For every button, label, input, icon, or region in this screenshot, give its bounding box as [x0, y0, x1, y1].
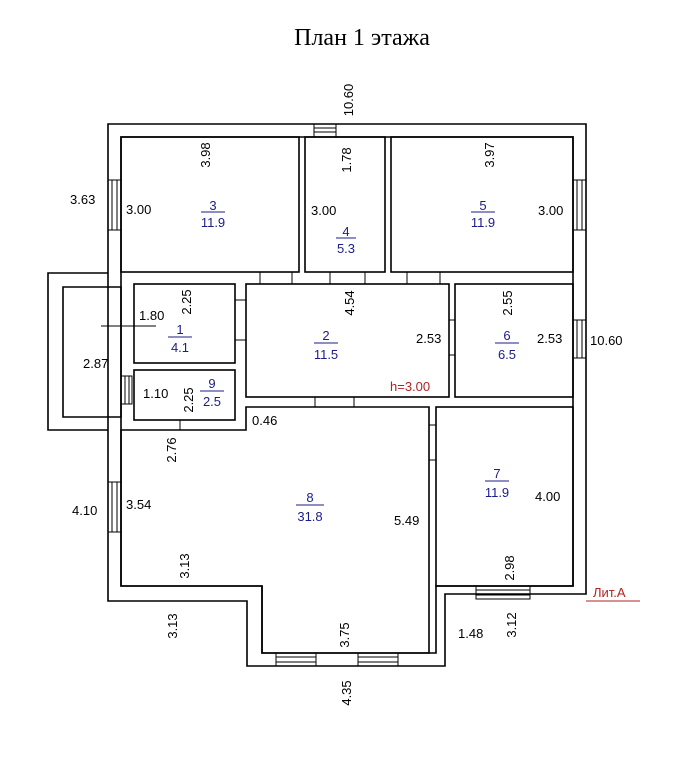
- room-9-number: 9: [208, 376, 215, 391]
- room-1-number: 1: [176, 322, 183, 337]
- dim-r8-b: 3.54: [126, 497, 151, 512]
- dim-top-total: 10.60: [341, 84, 356, 117]
- room-3-number: 3: [209, 198, 216, 213]
- dim-r5-w: 3.97: [482, 142, 497, 167]
- dim-r8-c: 5.49: [394, 513, 419, 528]
- dim-right-total: 10.60: [590, 333, 623, 348]
- room-4: [304, 136, 386, 273]
- dim-r3-h: 3.00: [126, 202, 151, 217]
- room-9-area: 2.5: [203, 394, 221, 409]
- room-3-area: 11.9: [201, 215, 225, 230]
- dim-left-bottom: 4.10: [72, 503, 97, 518]
- dim-r7-h: 4.00: [535, 489, 560, 504]
- dim-bay-w: 3.75: [337, 622, 352, 647]
- room-1-area: 4.1: [171, 340, 189, 355]
- dimension-labels: 10.60 10.60 3.63 2.87 4.10 3.98 3.00 1.7…: [70, 84, 623, 706]
- room-6-number: 6: [503, 328, 510, 343]
- lit-label: Лит.А: [593, 585, 626, 600]
- room-1: [133, 283, 236, 364]
- room-6-area: 6.5: [498, 347, 516, 362]
- room-7-area: 11.9: [485, 485, 509, 500]
- dim-r1-w: 2.25: [179, 289, 194, 314]
- dim-step: 0.46: [252, 413, 277, 428]
- porch-outer: [47, 272, 108, 431]
- room-5-number: 5: [479, 198, 486, 213]
- dim-left-mid: 2.87: [83, 356, 108, 371]
- room-4-number: 4: [342, 224, 349, 239]
- room-9: [133, 369, 236, 421]
- door-marks: [179, 272, 455, 461]
- dim-r5-h: 3.00: [538, 203, 563, 218]
- dim-bay-total: 4.35: [339, 680, 354, 705]
- dim-r8-d: 3.13: [177, 553, 192, 578]
- dim-r7-w: 2.98: [502, 555, 517, 580]
- dim-r6-h: 2.53: [537, 331, 562, 346]
- windows: [107, 123, 587, 667]
- dim-r6-w: 2.55: [500, 290, 515, 315]
- dim-r9-h: 1.10: [143, 386, 168, 401]
- room-8-area: 31.8: [297, 509, 322, 524]
- room-labels: 3 11.9 4 5.3 5 11.9 1 4.1 2 11.5 6 6.5 9…: [168, 198, 519, 524]
- dim-bottom-right-b: 3.12: [504, 612, 519, 637]
- room-2-number: 2: [322, 328, 329, 343]
- outer-wall-outer: [107, 123, 587, 667]
- plan-title: План 1 этажа: [294, 25, 430, 51]
- height-label: h=3.00: [390, 379, 430, 394]
- dim-r4-w: 1.78: [339, 147, 354, 172]
- dim-bottom-left: 3.13: [165, 613, 180, 638]
- dim-r8-a: 2.76: [164, 437, 179, 462]
- dim-r3-w: 3.98: [198, 142, 213, 167]
- room-4-area: 5.3: [337, 241, 355, 256]
- porch-inner: [62, 286, 122, 418]
- room-7-number: 7: [493, 466, 500, 481]
- dim-r2-w: 4.54: [342, 290, 357, 315]
- room-8-number: 8: [306, 490, 313, 505]
- room-2-area: 11.5: [314, 347, 338, 362]
- dim-left-top: 3.63: [70, 192, 95, 207]
- room-8: [120, 406, 430, 654]
- dim-r2-h: 2.53: [416, 331, 441, 346]
- dim-bottom-right-a: 1.48: [458, 626, 483, 641]
- dim-r1-h: 1.80: [139, 308, 164, 323]
- dim-r4-h: 3.00: [311, 203, 336, 218]
- room-5-area: 11.9: [471, 215, 495, 230]
- dim-r9-w: 2.25: [181, 387, 196, 412]
